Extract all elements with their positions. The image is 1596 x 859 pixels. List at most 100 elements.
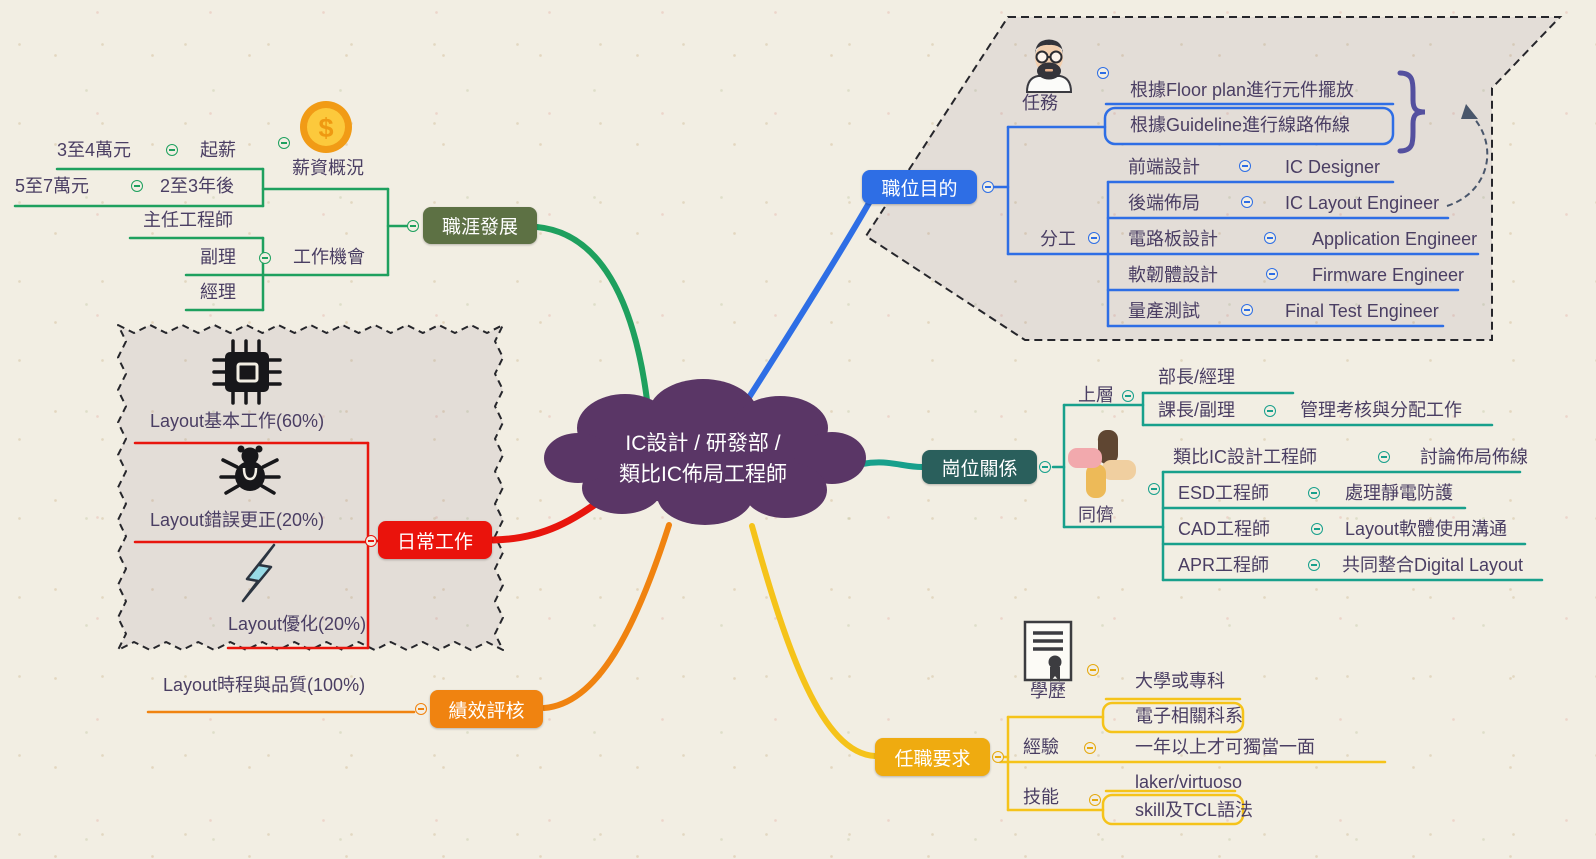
task-leaf-outline	[1103, 106, 1395, 146]
skills-leaf-outline	[1101, 793, 1245, 826]
collapse-toggle[interactable]	[131, 180, 143, 192]
node-peers[interactable]: 同儕	[1078, 505, 1114, 525]
collapse-toggle[interactable]	[1308, 559, 1320, 571]
leaf-layout-optimize[interactable]: Layout優化(20%)	[228, 614, 367, 634]
collapse-toggle[interactable]	[1241, 196, 1253, 208]
node-task[interactable]: 任務	[1022, 93, 1058, 113]
collapse-toggle[interactable]	[407, 220, 419, 232]
collapse-toggle[interactable]	[1308, 487, 1320, 499]
node-pcb-design[interactable]: 電路板設計	[1128, 229, 1218, 249]
collapse-toggle[interactable]	[1089, 794, 1101, 806]
node-division[interactable]: 分工	[1040, 229, 1076, 249]
node-upper-level[interactable]: 上層	[1078, 385, 1114, 405]
leaf-job-deputy-manager[interactable]: 副理	[200, 247, 236, 267]
central-topic-line2: 類比IC佈局工程師	[619, 463, 787, 486]
node-salary-start[interactable]: 起薪	[200, 140, 236, 160]
leaf-job-chief-engineer[interactable]: 主任工程師	[143, 210, 233, 230]
topic-purpose[interactable]: 職位目的	[862, 170, 977, 204]
node-frontend-design[interactable]: 前端設計	[1128, 157, 1200, 177]
collapse-toggle[interactable]	[259, 252, 271, 264]
collapse-toggle[interactable]	[1084, 742, 1096, 754]
purpose-branch-curve	[745, 200, 872, 402]
collapse-toggle[interactable]	[1241, 304, 1253, 316]
node-education[interactable]: 學歷	[1030, 681, 1066, 701]
collapse-toggle[interactable]	[1264, 232, 1276, 244]
education-leaf-outline	[1101, 701, 1245, 734]
leaf-ic-layout-engineer[interactable]: IC Layout Engineer	[1285, 193, 1440, 213]
topic-career[interactable]: 職涯發展	[423, 207, 537, 244]
node-experience[interactable]: 經驗	[1023, 737, 1059, 757]
relations-subtree-lines	[1051, 391, 1544, 582]
node-backend-layout[interactable]: 後端佈局	[1128, 193, 1200, 213]
node-job-opportunities[interactable]: 工作機會	[293, 247, 365, 267]
topic-daily[interactable]: 日常工作	[378, 521, 492, 559]
collapse-toggle[interactable]	[1264, 405, 1276, 417]
central-topic[interactable]: IC設計 / 研發部 / 類比IC佈局工程師	[553, 428, 853, 490]
brace-icon	[1397, 70, 1426, 154]
leaf-layout-schedule-quality[interactable]: Layout時程與品質(100%)	[163, 675, 366, 695]
leaf-director-manager[interactable]: 部長/經理	[1158, 367, 1236, 387]
node-salary-later[interactable]: 2至3年後	[160, 176, 235, 196]
central-cloud[interactable]	[544, 379, 866, 525]
leaf-one-year-experience[interactable]: 一年以上才可獨當一面	[1135, 737, 1315, 757]
svg-text:$: $	[318, 113, 333, 143]
leaf-electronics-major[interactable]: 電子相關科系	[1135, 706, 1243, 726]
node-skills[interactable]: 技能	[1023, 787, 1059, 807]
leaf-discuss-routing[interactable]: 討論佈局佈線	[1420, 447, 1528, 467]
collapse-toggle[interactable]	[415, 703, 427, 715]
collapse-toggle[interactable]	[992, 751, 1004, 763]
requirements-branch-curve	[749, 523, 878, 759]
career-subtree-lines	[13, 167, 411, 312]
topic-review[interactable]: 績效評核	[430, 690, 543, 728]
collapse-toggle[interactable]	[166, 144, 178, 156]
leaf-salary-later-amount[interactable]: 5至7萬元	[15, 176, 90, 196]
leaf-university-college[interactable]: 大學或專科	[1135, 671, 1225, 691]
collapse-toggle[interactable]	[1378, 451, 1390, 463]
purpose-subtree-lines	[986, 102, 1480, 328]
node-firmware-design[interactable]: 軟韌體設計	[1128, 265, 1218, 285]
leaf-digital-layout-integration[interactable]: 共同整合Digital Layout	[1342, 555, 1524, 575]
topic-requirements[interactable]: 任職要求	[875, 738, 990, 776]
collapse-toggle[interactable]	[1122, 390, 1134, 402]
collapse-toggle[interactable]	[1088, 232, 1100, 244]
leaf-task-guideline[interactable]: 根據Guideline進行線路佈線	[1130, 115, 1351, 135]
leaf-firmware-engineer[interactable]: Firmware Engineer	[1312, 265, 1465, 285]
leaf-final-test-engineer[interactable]: Final Test Engineer	[1285, 301, 1439, 321]
collapse-toggle[interactable]	[1148, 483, 1160, 495]
leaf-salary-start-amount[interactable]: 3至4萬元	[57, 140, 132, 160]
leaf-skill-tcl[interactable]: skill及TCL語法	[1135, 800, 1254, 820]
callback-arrow	[1446, 115, 1489, 207]
leaf-esd-protection[interactable]: 處理靜電防護	[1345, 483, 1453, 503]
collapse-toggle[interactable]	[1039, 461, 1051, 473]
leaf-application-engineer[interactable]: Application Engineer	[1312, 229, 1478, 249]
leaf-layout-software-comm[interactable]: Layout軟體使用溝通	[1345, 519, 1508, 539]
collapse-toggle[interactable]	[1087, 664, 1099, 676]
collapse-toggle[interactable]	[278, 137, 290, 149]
node-esd-engineer[interactable]: ESD工程師	[1178, 483, 1270, 503]
collapse-toggle[interactable]	[1311, 523, 1323, 535]
bug-icon	[219, 445, 281, 495]
collapse-toggle[interactable]	[1266, 268, 1278, 280]
leaf-manage-assess[interactable]: 管理考核與分配工作	[1300, 400, 1462, 420]
leaf-layout-basic-work[interactable]: Layout基本工作(60%)	[150, 411, 325, 431]
leaf-layout-error-fix[interactable]: Layout錯誤更正(20%)	[150, 510, 325, 530]
leaf-job-manager[interactable]: 經理	[200, 282, 236, 302]
collapse-toggle[interactable]	[1239, 160, 1251, 172]
topic-relations[interactable]: 崗位關係	[922, 450, 1037, 484]
leaf-laker-virtuoso[interactable]: laker/virtuoso	[1135, 772, 1243, 792]
node-analog-ic-designer[interactable]: 類比IC設計工程師	[1173, 447, 1317, 467]
node-section-chief[interactable]: 課長/副理	[1158, 400, 1236, 420]
collapse-toggle[interactable]	[982, 181, 994, 193]
node-salary-overview[interactable]: 薪資概況	[292, 158, 364, 178]
leaf-ic-designer[interactable]: IC Designer	[1285, 157, 1381, 177]
collapse-toggle[interactable]	[365, 535, 377, 547]
leaf-task-floorplan[interactable]: 根據Floor plan進行元件擺放	[1130, 80, 1355, 100]
collapse-toggle[interactable]	[1097, 67, 1109, 79]
relations-branch-curve	[859, 459, 925, 470]
node-apr-engineer[interactable]: APR工程師	[1178, 555, 1270, 575]
node-cad-engineer[interactable]: CAD工程師	[1178, 519, 1271, 539]
hands-icon	[1068, 430, 1136, 498]
node-mass-production-test[interactable]: 量產測試	[1128, 301, 1200, 321]
